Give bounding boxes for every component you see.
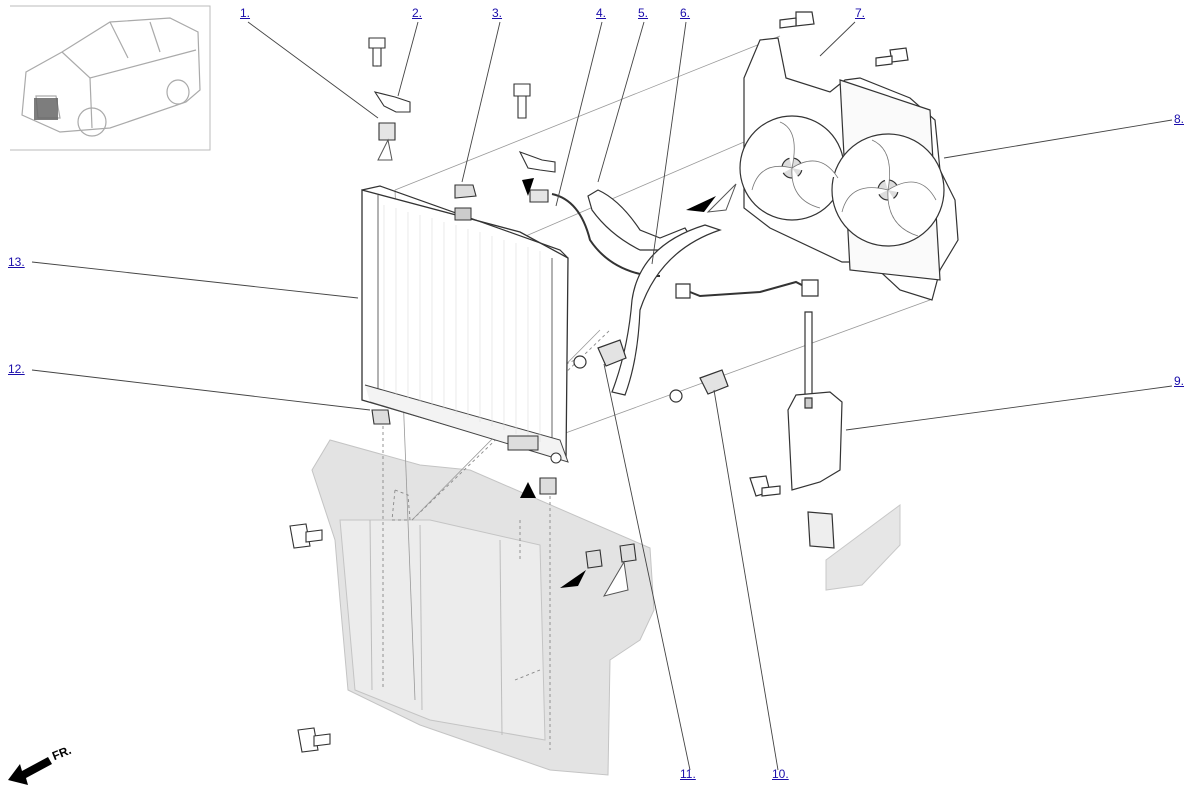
callout-6[interactable]: 6. [680, 6, 691, 20]
leader-lines [31, 21, 1173, 771]
callout-12[interactable]: 12. [8, 362, 25, 376]
radiator-location-highlight [34, 98, 58, 120]
radiator-core-support-ghost [311, 439, 655, 776]
vehicle-locator-inset [10, 5, 211, 151]
hollow-guide-arrows [377, 138, 737, 597]
callout-5[interactable]: 5. [638, 6, 649, 20]
installation-arrows [520, 178, 716, 588]
callout-3[interactable]: 3. [492, 6, 503, 20]
front-direction-arrow [8, 757, 52, 785]
callout-9[interactable]: 9. [1174, 374, 1185, 388]
callout-1[interactable]: 1. [240, 6, 251, 20]
coolant-reservoir [749, 311, 843, 549]
radiator-hoses [551, 189, 819, 396]
sensors-and-seals [573, 339, 729, 403]
callout-2[interactable]: 2. [412, 6, 423, 20]
callout-11[interactable]: 11. [680, 767, 696, 781]
callout-13[interactable]: 13. [8, 255, 25, 269]
callout-4[interactable]: 4. [596, 6, 607, 20]
callout-10[interactable]: 10. [772, 767, 789, 781]
lower-mounts [289, 409, 637, 753]
upper-mount-parts [368, 37, 556, 203]
callout-7[interactable]: 7. [855, 6, 866, 20]
reservoir-mount-ghost [825, 504, 901, 591]
cooling-fan-shroud [739, 11, 959, 301]
callout-8[interactable]: 8. [1174, 112, 1185, 126]
radiator [361, 185, 569, 464]
